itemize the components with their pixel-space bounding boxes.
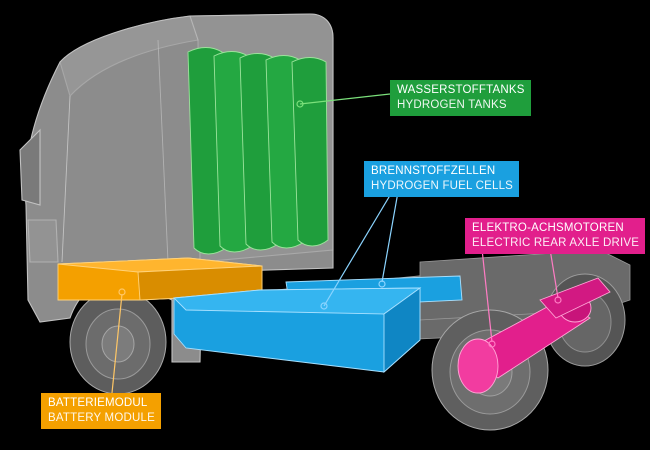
hydrogen-tanks-label-de: WASSERSTOFFTANKS — [397, 84, 525, 96]
electric-axle-drive — [457, 277, 611, 394]
battery-module — [57, 257, 263, 301]
hydrogen-tanks-label: WASSERSTOFFTANKS HYDROGEN TANKS — [390, 80, 531, 116]
battery-label: BATTERIEMODUL BATTERY MODULE — [41, 393, 161, 429]
hydrogen-tanks-label-en: HYDROGEN TANKS — [397, 99, 507, 111]
fuel-cells-label-en: HYDROGEN FUEL CELLS — [371, 180, 514, 192]
fuel-cells-leader — [320, 191, 399, 310]
hydrogen-tanks — [187, 47, 329, 255]
front-wheel — [69, 289, 167, 395]
hydrogen-tanks-leader — [296, 93, 391, 108]
electric-drive-leader — [481, 248, 562, 348]
electric-drive-label: ELEKTRO-ACHSMOTOREN ELECTRIC REAR AXLE D… — [465, 218, 646, 254]
battery-label-en: BATTERY MODULE — [48, 412, 155, 424]
battery-label-de: BATTERIEMODUL — [48, 397, 148, 409]
battery-leader — [111, 288, 126, 394]
fuel-cells — [173, 275, 463, 374]
electric-drive-label-de: ELEKTRO-ACHSMOTOREN — [472, 222, 624, 234]
electric-drive-label-en: ELECTRIC REAR AXLE DRIVE — [472, 237, 640, 249]
fuel-cells-label-de: BRENNSTOFFZELLEN — [371, 165, 496, 177]
fuel-cells-label: BRENNSTOFFZELLEN HYDROGEN FUEL CELLS — [364, 161, 520, 197]
leader-lines — [111, 93, 562, 394]
